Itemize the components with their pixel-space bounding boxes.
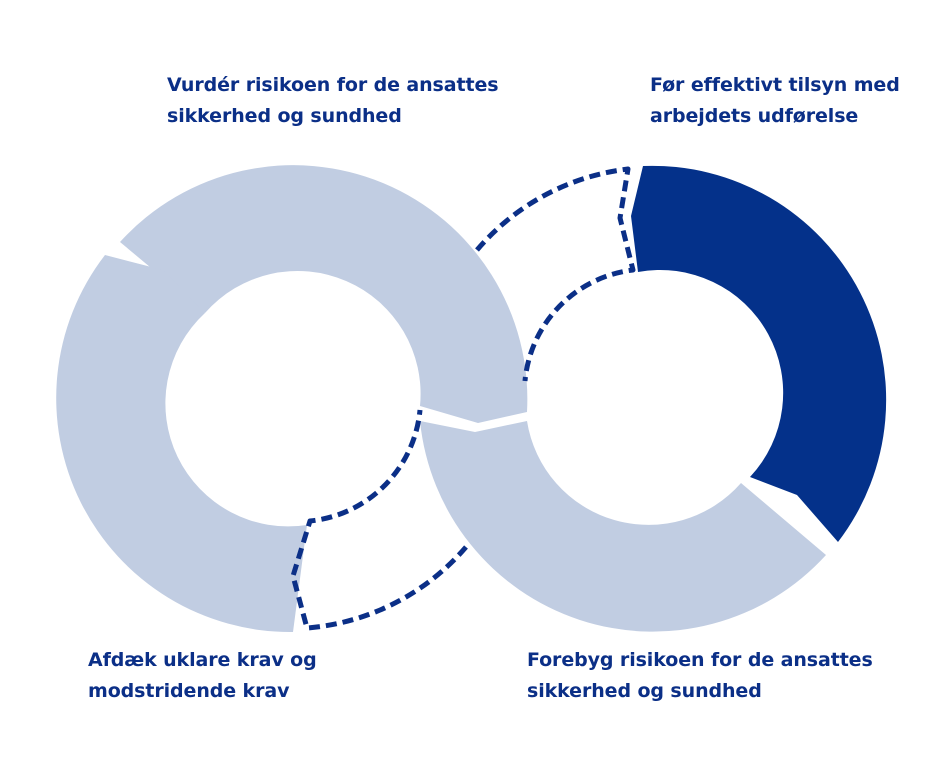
- label-prevent-risk: Forebyg risikoen for de ansattes sikkerh…: [527, 645, 873, 707]
- segment-assess-risk: [120, 165, 528, 423]
- label-clarify-requirements-line1: Afdæk uklare krav og: [88, 649, 317, 671]
- segment-clarify-requirements: [56, 255, 307, 633]
- label-effective-supervision-line2: arbejdets udførelse: [650, 105, 859, 127]
- label-assess-risk-line2: sikkerhed og sundhed: [167, 105, 402, 127]
- label-prevent-risk-line1: Forebyg risikoen for de ansattes: [527, 649, 873, 671]
- label-clarify-requirements-line2: modstridende krav: [88, 680, 290, 702]
- label-effective-supervision-line1: Før effektivt tilsyn med: [650, 74, 900, 96]
- dashed-segment-upper: [475, 166, 636, 382]
- label-effective-supervision: Før effektivt tilsyn med arbejdets udfør…: [650, 70, 900, 132]
- dashed-segment-lower: [290, 409, 468, 631]
- label-assess-risk-line1: Vurdér risikoen for de ansattes: [167, 74, 499, 96]
- label-assess-risk: Vurdér risikoen for de ansattes sikkerhe…: [167, 70, 499, 132]
- segment-effective-supervision: [631, 165, 887, 542]
- label-clarify-requirements: Afdæk uklare krav og modstridende krav: [88, 645, 317, 707]
- segment-prevent-risk: [420, 421, 826, 632]
- label-prevent-risk-line2: sikkerhed og sundhed: [527, 680, 762, 702]
